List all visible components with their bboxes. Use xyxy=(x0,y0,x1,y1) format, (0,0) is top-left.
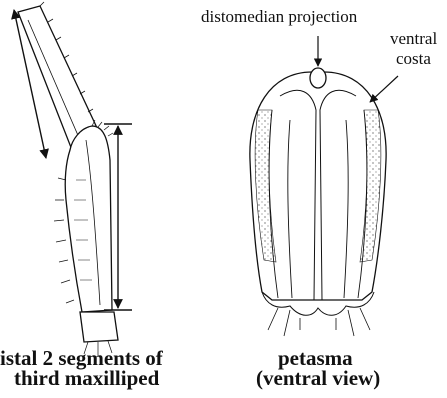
ventral-costa-pointer xyxy=(370,76,398,102)
ventral-costa-label-line2: costa xyxy=(396,50,431,67)
left-caption-line1: istal 2 segments of xyxy=(0,348,163,368)
left-caption-line2: third maxilliped xyxy=(14,368,159,388)
petasma-drawing xyxy=(250,68,386,336)
ventral-costa-label-line1: ventral xyxy=(390,30,437,47)
distomedian-projection-label: distomedian projection xyxy=(201,8,357,25)
right-caption-line2: (ventral view) xyxy=(256,368,380,388)
maxilliped-drawing xyxy=(18,2,118,356)
right-caption-line1: petasma xyxy=(278,348,353,368)
proximal-segment xyxy=(65,126,112,312)
petasma-outline xyxy=(250,72,386,300)
